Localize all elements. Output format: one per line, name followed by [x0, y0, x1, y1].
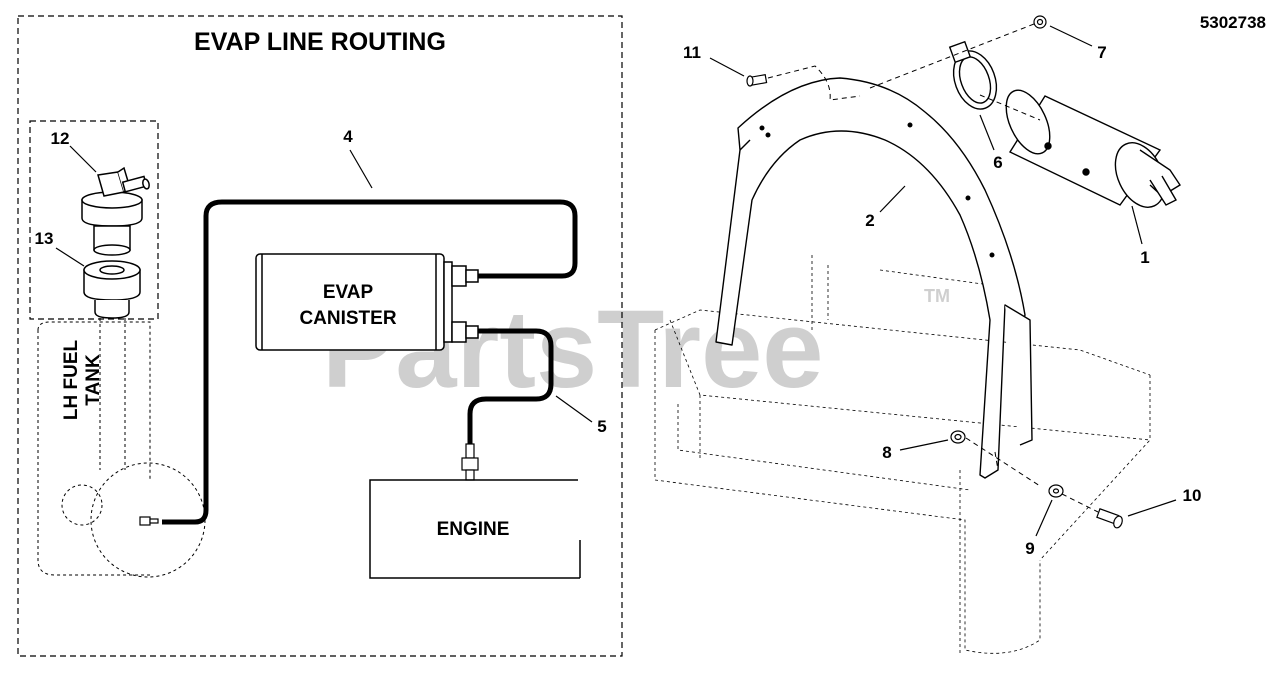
hose-tank-to-canister: [162, 199, 578, 525]
rollover-valve: [81, 166, 150, 256]
svg-text:TANK: TANK: [83, 354, 104, 406]
svg-text:5: 5: [597, 417, 606, 436]
engine-label: ENGINE: [437, 519, 510, 540]
frame-ghost-outline: [654, 255, 1151, 655]
callout-5: 5: [555, 395, 607, 436]
svg-text:6: 6: [993, 153, 1002, 172]
diagram-id: 5302738: [1200, 13, 1266, 32]
valve-inset-box: [29, 120, 159, 320]
canister-label-line2: CANISTER: [299, 308, 396, 329]
hose-canister-to-engine: [467, 328, 554, 444]
svg-text:LH FUEL: LH FUEL: [61, 340, 82, 421]
nut-7: [1033, 15, 1047, 29]
callout-7: 7: [1049, 25, 1107, 62]
callout-2: 2: [865, 185, 906, 230]
callout-8: 8: [882, 439, 949, 462]
fuel-tank-label: LH FUEL TANK: [61, 340, 104, 421]
svg-text:2: 2: [865, 211, 874, 230]
canister-label-line1: EVAP: [323, 282, 374, 303]
callout-11: 11: [683, 43, 745, 77]
svg-text:8: 8: [882, 443, 891, 462]
svg-text:9: 9: [1025, 539, 1034, 558]
washer-9: [1048, 484, 1064, 498]
callout-1: 1: [1131, 205, 1150, 267]
bolt-10: [1096, 508, 1123, 529]
assembly-lines: [767, 23, 1099, 513]
svg-text:12: 12: [51, 129, 70, 148]
routing-title: EVAP LINE ROUTING: [194, 28, 446, 56]
callout-12: 12: [51, 129, 97, 173]
mounting-bracket: [715, 77, 1033, 479]
callout-10: 10: [1127, 486, 1202, 517]
routing-panel-border: [17, 15, 623, 657]
callout-13: 13: [35, 229, 85, 267]
tank-fitting: [139, 516, 159, 526]
svg-text:13: 13: [35, 229, 54, 248]
svg-text:10: 10: [1183, 486, 1202, 505]
svg-text:11: 11: [683, 43, 701, 62]
evap-canister: [255, 253, 479, 351]
svg-text:1: 1: [1140, 248, 1149, 267]
canister-clamp: [948, 40, 998, 110]
nut-8: [950, 430, 966, 444]
watermark-tm: TM: [924, 286, 950, 306]
routing-panel: EVAP LINE ROUTING: [17, 15, 623, 657]
exploded-canister: [1005, 89, 1181, 208]
callout-4: 4: [343, 127, 373, 189]
callout-6: 6: [979, 114, 1003, 172]
grommet: [83, 260, 141, 319]
svg-text:4: 4: [343, 127, 353, 146]
engine-box: [369, 479, 581, 579]
engine-fitting: [461, 443, 479, 481]
bolt-11: [746, 73, 768, 87]
svg-text:7: 7: [1097, 43, 1106, 62]
callout-9: 9: [1025, 499, 1053, 558]
